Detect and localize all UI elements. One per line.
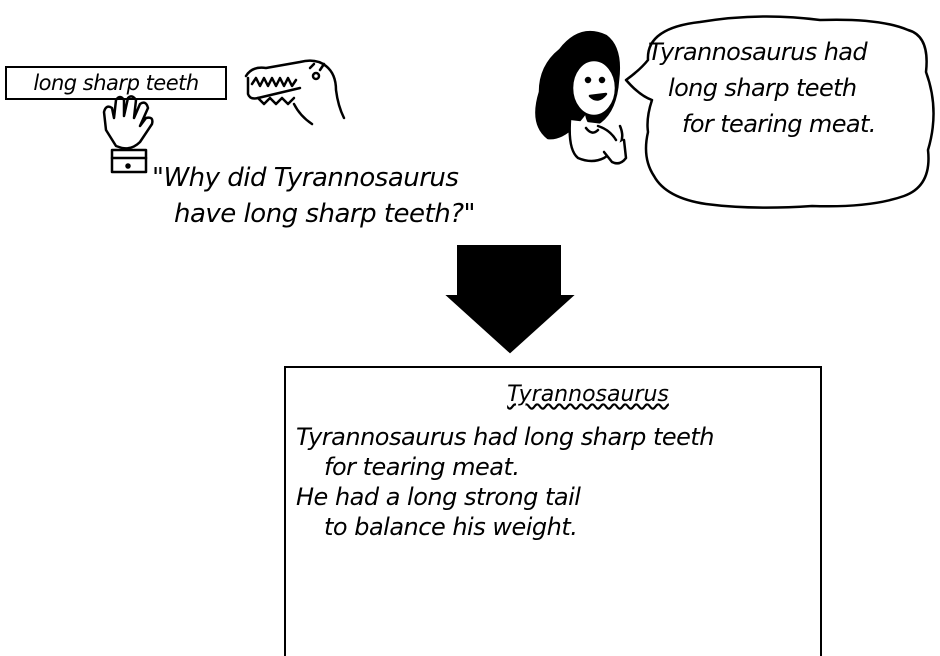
speech-line-3: for tearing meat. (648, 106, 938, 142)
question-text: "Why did Tyrannosaurus have long sharp t… (152, 160, 532, 232)
girl-icon (536, 32, 626, 163)
speech-line-1: Tyrannosaurus had (648, 34, 938, 70)
document-title: Tyrannosaurus (286, 382, 820, 407)
document-panel: Tyrannosaurus Tyrannosaurus had long sha… (284, 366, 822, 656)
speech-line-2: long sharp teeth (648, 70, 938, 106)
question-line-1: "Why did Tyrannosaurus (152, 163, 458, 193)
hand-pointing-icon (104, 96, 152, 172)
document-body: Tyrannosaurus had long sharp teeth for t… (296, 422, 812, 542)
question-line-2: have long sharp teeth?" (152, 196, 532, 232)
down-arrow-icon (448, 246, 572, 352)
document-line: for tearing meat. (296, 452, 812, 482)
document-line: to balance his weight. (296, 512, 812, 542)
keyword-label: long sharp teeth (33, 71, 198, 95)
document-line: He had a long strong tail (296, 482, 812, 512)
document-line: Tyrannosaurus had long sharp teeth (296, 422, 812, 452)
dinosaur-head-icon (246, 61, 344, 124)
keyword-card: long sharp teeth (5, 66, 227, 100)
speech-bubble: Tyrannosaurus had long sharp teeth for t… (648, 34, 938, 142)
